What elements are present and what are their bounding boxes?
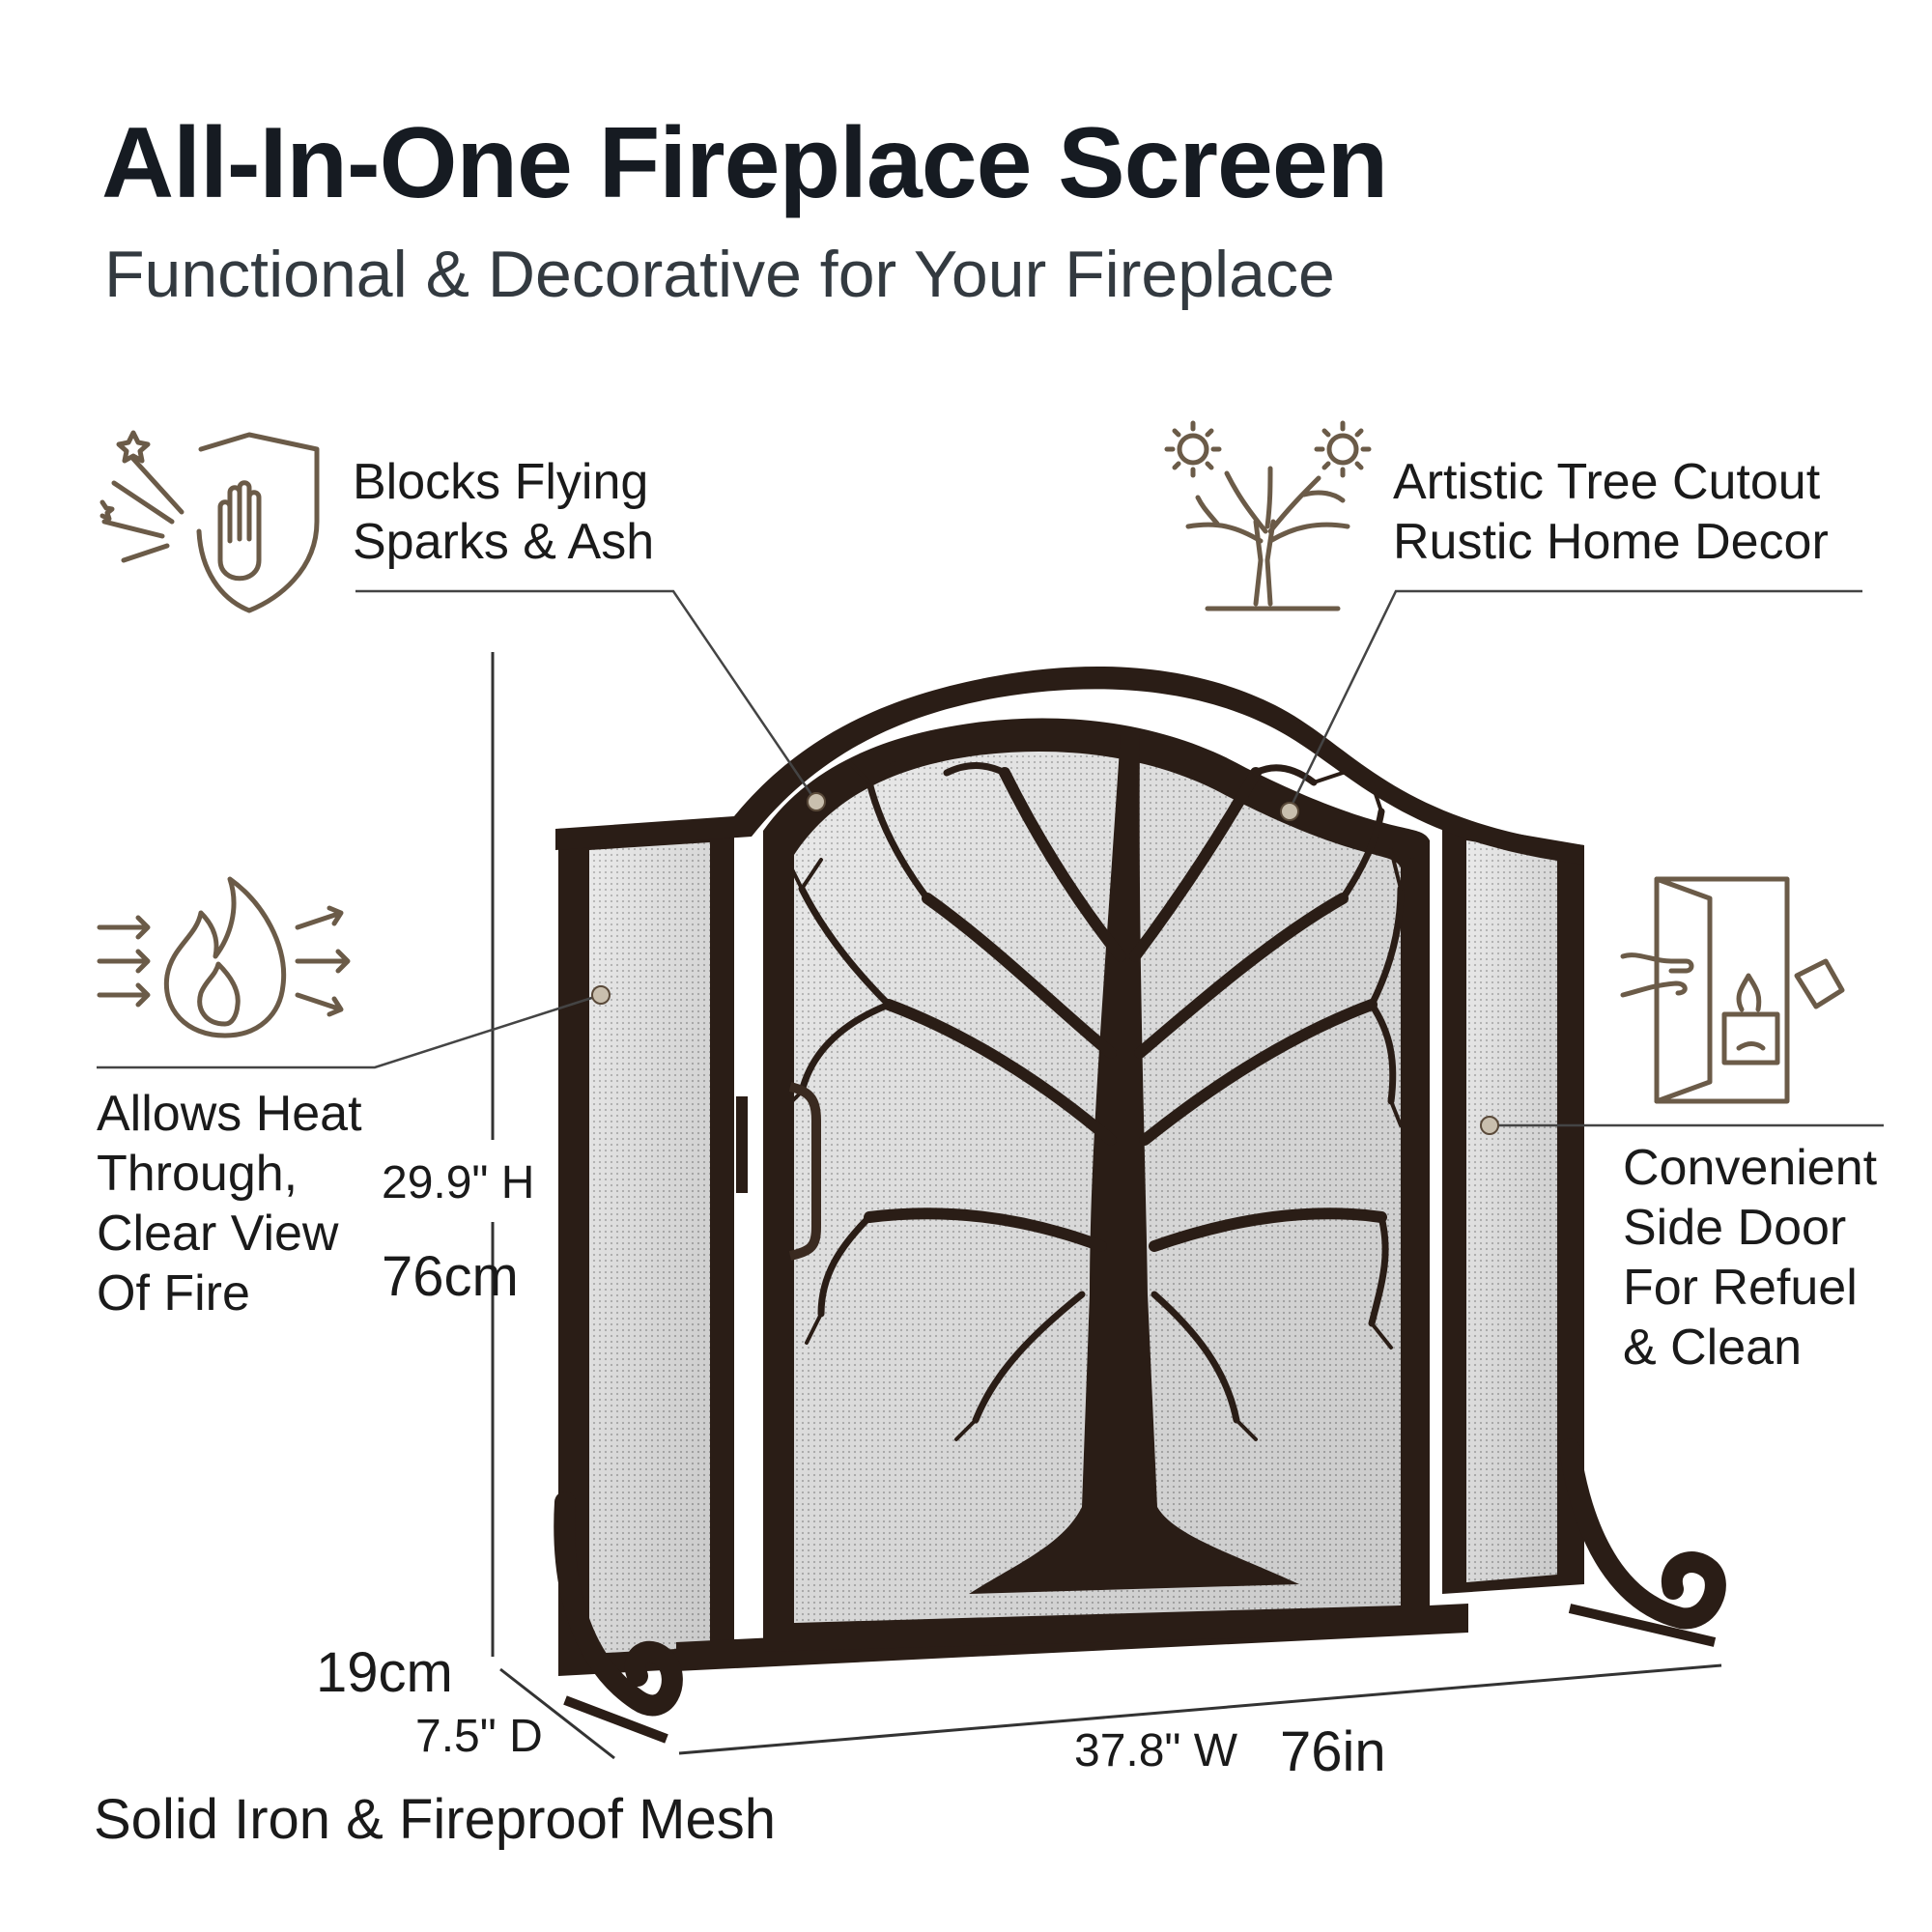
- open-door-fireplace-icon: [1620, 876, 1845, 1104]
- feature-door-label: Convenient Side Door For Refuel & Clean: [1623, 1138, 1877, 1378]
- door-handle: [788, 1082, 821, 1261]
- feature-sparks-line-1: Blocks Flying: [353, 454, 649, 510]
- left-foot-base: [563, 1695, 668, 1744]
- page-title: All-In-One Fireplace Screen: [101, 107, 1388, 219]
- left-scroll-foot: [554, 1492, 683, 1717]
- tree-leader: [1288, 589, 1862, 810]
- feature-door-line-3: For Refuel: [1623, 1260, 1858, 1316]
- feature-heat-line-4: Of Fire: [97, 1265, 250, 1321]
- depth-dimension-line: [499, 1667, 615, 1760]
- left-side-panel: [558, 819, 734, 1676]
- page-subtitle: Functional & Decorative for Your Firepla…: [104, 238, 1335, 311]
- feature-heat-line-1: Allows Heat: [97, 1086, 362, 1142]
- spark-shield-hand-icon: [99, 430, 320, 613]
- flame-heat-arrows-icon: [97, 876, 351, 1038]
- height-inches-label: 29.9" H: [382, 1157, 535, 1208]
- height-cm-label: 76cm: [382, 1245, 519, 1308]
- tree-sun-icon: [1164, 420, 1372, 611]
- feature-sparks-label: Blocks Flying Sparks & Ash: [353, 452, 654, 572]
- feature-door-line-2: Side Door: [1623, 1200, 1847, 1256]
- tree-cutout: [781, 734, 1414, 1594]
- leader-lines: [97, 589, 1884, 1127]
- right-side-panel: [1442, 821, 1584, 1594]
- feature-tree-label: Artistic Tree Cutout Rustic Home Decor: [1393, 452, 1829, 572]
- feature-door-line-4: & Clean: [1623, 1320, 1802, 1376]
- depth-inches-label: 7.5" D: [415, 1711, 543, 1762]
- right-scroll-foot: [1559, 1438, 1726, 1630]
- material-caption: Solid Iron & Fireproof Mesh: [94, 1788, 776, 1851]
- leader-dots: [591, 792, 1499, 1135]
- width-inches-label: 37.8" W: [1074, 1725, 1238, 1776]
- right-foot-base: [1568, 1604, 1717, 1647]
- feature-tree-line-2: Rustic Home Decor: [1393, 514, 1829, 570]
- feature-sparks-line-2: Sparks & Ash: [353, 514, 655, 570]
- sparks-leader: [355, 589, 816, 800]
- width-dimension-line: [678, 1663, 1722, 1755]
- heat-leader: [97, 993, 602, 1069]
- width-alt-label: 76in: [1280, 1720, 1386, 1783]
- feature-door-line-1: Convenient: [1623, 1140, 1878, 1196]
- feature-tree-line-1: Artistic Tree Cutout: [1393, 454, 1821, 510]
- depth-cm-label: 19cm: [316, 1641, 453, 1704]
- door-hinge: [736, 1096, 748, 1193]
- feature-heat-line-3: Clear View: [97, 1206, 339, 1262]
- feature-heat-label: Allows Heat Through, Clear View Of Fire: [97, 1084, 362, 1323]
- feature-heat-line-2: Through,: [97, 1146, 298, 1202]
